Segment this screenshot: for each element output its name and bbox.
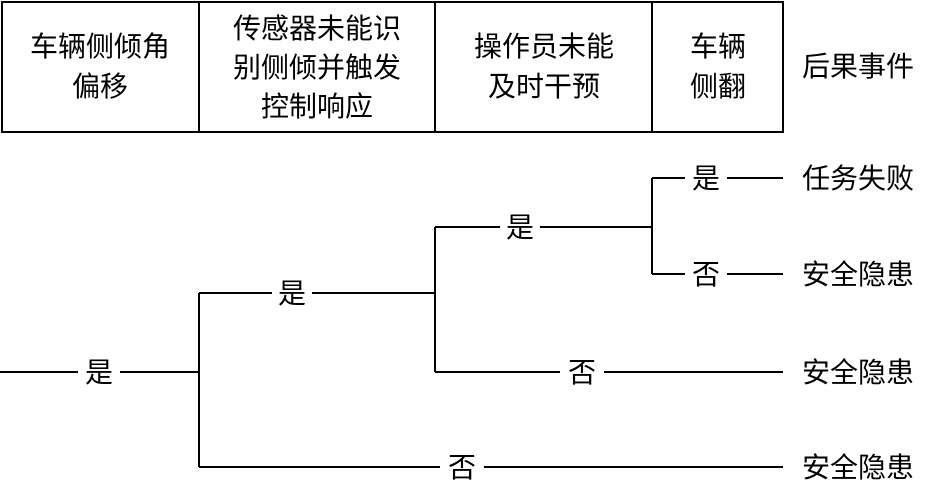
header-event-3-line-1: 操作员未能 <box>474 30 614 63</box>
outcome-hazard: 安全隐患 <box>802 258 914 291</box>
header-event-4-line-2: 侧翻 <box>690 70 746 103</box>
event-tree-branches <box>0 177 783 468</box>
header-event-1-line-2: 偏移 <box>72 70 128 103</box>
outcome-events: 任务失败 安全隐患 安全隐患 安全隐患 <box>802 162 914 484</box>
branch-label-yes: 是 <box>692 162 720 195</box>
outcome-hazard: 安全隐患 <box>802 356 914 389</box>
branch-label-no: 否 <box>692 258 720 291</box>
outcome-failure: 任务失败 <box>802 162 914 195</box>
header-event-1-line-1: 车辆侧倾角 <box>30 30 170 63</box>
branch-label-no: 否 <box>568 356 596 389</box>
branch-label-yes: 是 <box>85 356 113 389</box>
branch-label-no: 否 <box>448 451 476 484</box>
header-event-4-line-1: 车辆 <box>690 30 746 63</box>
header-event-2-line-2: 别侧倾并触发 <box>233 51 401 84</box>
header-event-2-line-3: 控制响应 <box>261 90 373 123</box>
branch-label-yes: 是 <box>506 211 534 244</box>
header-event-2-line-1: 传感器未能识 <box>233 12 401 45</box>
outcome-header: 后果事件 <box>802 50 914 83</box>
event-header-table: 车辆侧倾角 偏移 传感器未能识 别侧倾并触发 控制响应 操作员未能 及时干预 车… <box>1 1 914 133</box>
header-event-3-line-2: 及时干预 <box>488 70 600 103</box>
outcome-hazard: 安全隐患 <box>802 451 914 484</box>
branch-label-yes: 是 <box>278 277 306 310</box>
branch-labels: 是 是 是 是 否 否 否 <box>85 162 720 484</box>
